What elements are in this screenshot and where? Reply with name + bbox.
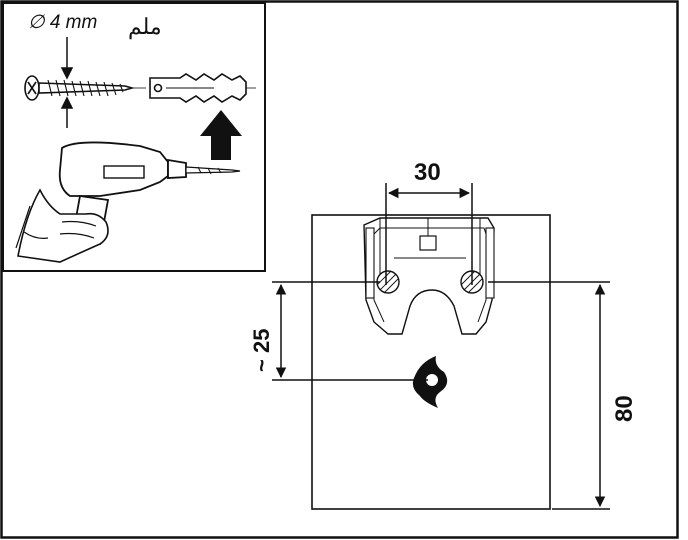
- screw-diameter-arrows: [60, 37, 74, 128]
- lower-mount-hole: [412, 356, 448, 408]
- dimension-30-label: 30: [414, 159, 441, 186]
- drill-size-label: ∅ 4 mm: [28, 12, 97, 33]
- dimension-80-line: [488, 281, 610, 510]
- screw-icon: [24, 75, 146, 101]
- drill-size-arabic-label: ملم: [128, 14, 162, 40]
- dimension-80-label: 80: [611, 395, 638, 422]
- mounting-bracket: [363, 217, 495, 335]
- dimension-25-line: [272, 281, 428, 381]
- wall-plug-icon: [149, 73, 256, 103]
- dimension-25-label: ~ 25: [249, 329, 274, 372]
- hand-icon: [15, 188, 109, 263]
- wall-plate-outline: [311, 214, 551, 510]
- insert-arrow-icon: [200, 110, 242, 160]
- dimension-30-line: [385, 183, 473, 285]
